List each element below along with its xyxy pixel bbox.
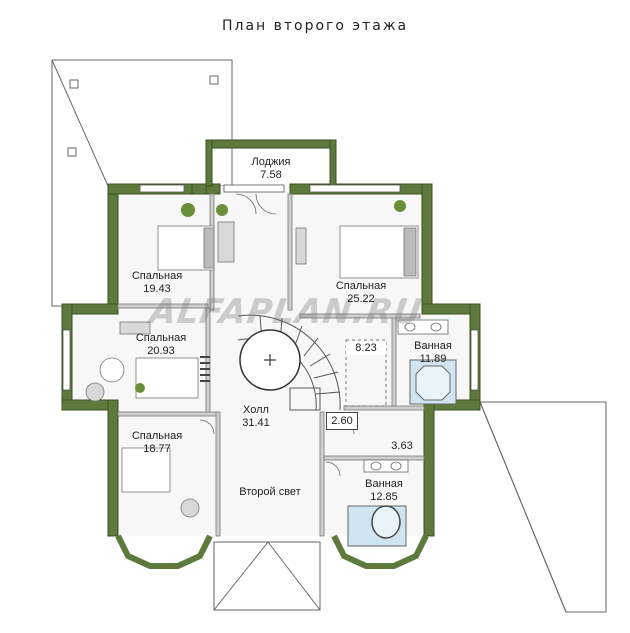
room-label-bedroom-3: Спальная 20.93 [116,332,206,358]
room-label-bath-1: Ванная 11.89 [398,340,468,366]
room-name: Ванная [365,478,403,490]
room-area: 11.89 [419,353,447,365]
plan-title: План второго этажа [221,18,409,34]
room-area: 3.63 [391,440,413,452]
beds [121,225,419,493]
windows [62,184,479,391]
room-label-closet: 2.60 [326,412,358,430]
room-name: Спальная [135,332,187,344]
sinks [363,319,449,473]
room-name: Ванная [414,340,452,352]
room-label-bedroom-2: Спальная 25.22 [316,280,406,306]
room-area: 8.23 [355,342,377,354]
room-label-bath-2: Ванная 12.85 [344,478,424,504]
room-name: Холл [243,404,269,416]
room-name: Спальная [335,280,387,292]
room-area: 12.85 [370,491,398,503]
roof-bottom [213,541,321,611]
room-area: 31.41 [242,417,270,429]
bathtub-2 [347,505,407,547]
room-label-wc: 3.63 [382,440,422,453]
room-label-bedroom-1: Спальная 19.43 [112,270,202,296]
room-area: 19.43 [143,283,171,295]
room-label-wardrobe: 8.23 [346,342,386,355]
room-name: Спальная [131,430,183,442]
railing [200,356,210,382]
furniture-misc [85,221,307,518]
room-label-void: Второй свет [220,486,320,499]
room-label-hall: Холл 31.41 [226,404,286,430]
room-name: Лоджия [251,156,291,168]
stair-well [239,329,301,391]
room-area: 18.77 [143,443,171,455]
room-area: 7.58 [260,169,282,181]
room-name: Спальная [131,270,183,282]
room-name: Второй свет [239,486,301,498]
room-area: 25.22 [347,293,375,305]
room-label-bedroom-4: Спальная 18.77 [112,430,202,456]
wardrobe-outline [345,339,387,407]
plants [135,200,406,393]
room-label-loggia: Лоджия 7.58 [226,156,316,182]
bathtub-1 [409,359,457,405]
roof-right [479,401,607,613]
room-area: 20.93 [147,345,175,357]
